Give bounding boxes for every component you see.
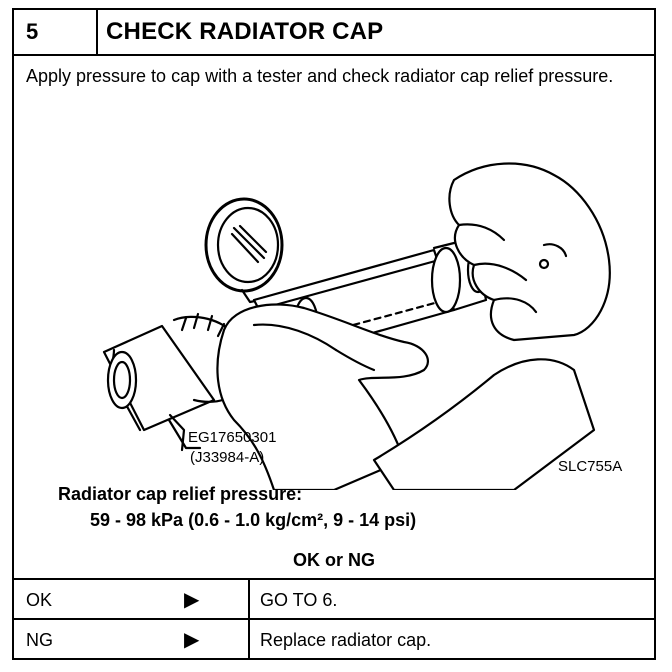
result-label: OK — [26, 590, 53, 610]
result-label: NG — [26, 630, 53, 650]
tool-alt-number-label: (J33984-A) — [190, 449, 265, 466]
result-action: Replace radiator cap. — [260, 630, 432, 650]
pressure-gauge-icon — [204, 197, 284, 304]
tool-number-label: EG17650301 — [188, 429, 277, 446]
step-instruction: Apply pressure to cap with a tester and … — [26, 66, 614, 86]
result-action: GO TO 6. — [260, 590, 338, 610]
step-header: 5 CHECK RADIATOR CAP — [14, 10, 654, 56]
step-number: 5 — [14, 10, 98, 54]
spec-label: Radiator cap relief pressure: — [58, 484, 303, 504]
step-title: CHECK RADIATOR CAP — [106, 18, 384, 45]
radiator-cap-tester-illustration — [102, 162, 611, 490]
arrow-right-icon: ▶ — [184, 629, 200, 651]
inspection-step-card: 5 CHECK RADIATOR CAP Apply pressure to c… — [12, 8, 656, 660]
result-row-ok: OK ▶ GO TO 6. — [14, 578, 654, 620]
tool-callout-line — [167, 418, 202, 450]
right-hand-icon — [448, 162, 611, 342]
result-row-ng: NG ▶ Replace radiator cap. — [14, 618, 654, 660]
left-hand-icon — [216, 303, 596, 490]
cap-adapter-icon — [102, 312, 246, 452]
figure-id: SLC755A — [558, 458, 623, 475]
spec-value: 59 - 98 kPa (0.6 - 1.0 kg/cm², 9 - 14 ps… — [90, 510, 417, 530]
ok-ng-question: OK or NG — [292, 550, 375, 570]
column-divider — [248, 620, 250, 660]
column-divider — [248, 580, 250, 620]
arrow-right-icon: ▶ — [184, 589, 200, 611]
